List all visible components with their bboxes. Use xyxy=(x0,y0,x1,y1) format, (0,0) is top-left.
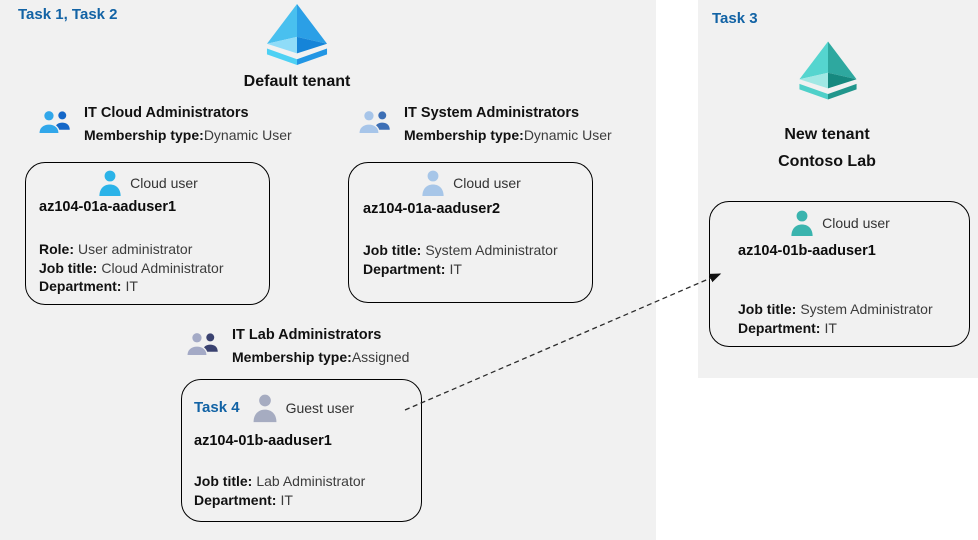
default-tenant-name: Default tenant xyxy=(243,73,351,90)
user-fields: Job title:System Administrator Departmen… xyxy=(738,301,933,336)
user-fields: Job title:Lab Administrator Department:I… xyxy=(194,473,366,508)
default-tenant-panel xyxy=(0,0,656,540)
cloud-user-icon xyxy=(97,168,123,197)
user-card-aaduser1: Cloud user az104-01a-aaduser1 Role:User … xyxy=(25,162,270,305)
new-tenant-azure-ad-icon xyxy=(793,40,863,100)
group-it-lab-administrators: IT Lab Administrators Membership type:As… xyxy=(186,324,409,369)
group-membership: Membership type:Dynamic User xyxy=(84,127,292,143)
user-name: az104-01a-aaduser1 xyxy=(39,199,177,215)
user-type-label: Cloud user xyxy=(822,214,890,231)
user-type-label: Cloud user xyxy=(130,174,198,191)
group-title: IT Cloud Administrators xyxy=(84,105,249,121)
new-tenant-user-card: Cloud user az104-01b-aaduser1 Job title:… xyxy=(709,201,970,347)
guest-user-card-aaduser1: Task 4 Guest user az104-01b-aaduser1 Job… xyxy=(181,379,422,522)
group-title: IT System Administrators xyxy=(404,105,580,121)
group-icon xyxy=(38,107,71,136)
group-membership: Membership type:Assigned xyxy=(232,349,410,365)
new-tenant-name-line2: Contoso Lab xyxy=(778,153,876,170)
group-icon xyxy=(358,107,391,136)
user-fields: Role:User administrator Job title:Cloud … xyxy=(39,241,224,294)
user-type-label: Cloud user xyxy=(453,174,521,191)
group-it-cloud-administrators: IT Cloud Administrators Membership type:… xyxy=(38,102,292,147)
group-membership: Membership type:Dynamic User xyxy=(404,127,612,143)
task-1-2-label: Task 1, Task 2 xyxy=(18,6,118,23)
user-name: az104-01a-aaduser2 xyxy=(363,201,501,217)
default-tenant-azure-ad-icon xyxy=(260,3,334,65)
user-name: az104-01b-aaduser1 xyxy=(194,433,332,449)
user-card-aaduser2: Cloud user az104-01a-aaduser2 Job title:… xyxy=(348,162,593,303)
cloud-user-icon xyxy=(789,208,815,237)
user-name: az104-01b-aaduser1 xyxy=(738,243,876,259)
group-it-system-administrators: IT System Administrators Membership type… xyxy=(358,102,612,147)
cloud-user-icon xyxy=(420,168,446,197)
user-type-label: Guest user xyxy=(285,399,355,416)
task-3-label: Task 3 xyxy=(712,10,758,27)
user-fields: Job title:System Administrator Departmen… xyxy=(363,242,558,277)
new-tenant-name: New tenant Contoso Lab xyxy=(717,121,937,175)
new-tenant-name-line1: New tenant xyxy=(784,126,870,143)
group-title: IT Lab Administrators xyxy=(232,327,382,343)
task-4-label: Task 4 xyxy=(194,399,240,416)
guest-user-icon xyxy=(251,392,279,423)
group-icon xyxy=(186,329,219,358)
